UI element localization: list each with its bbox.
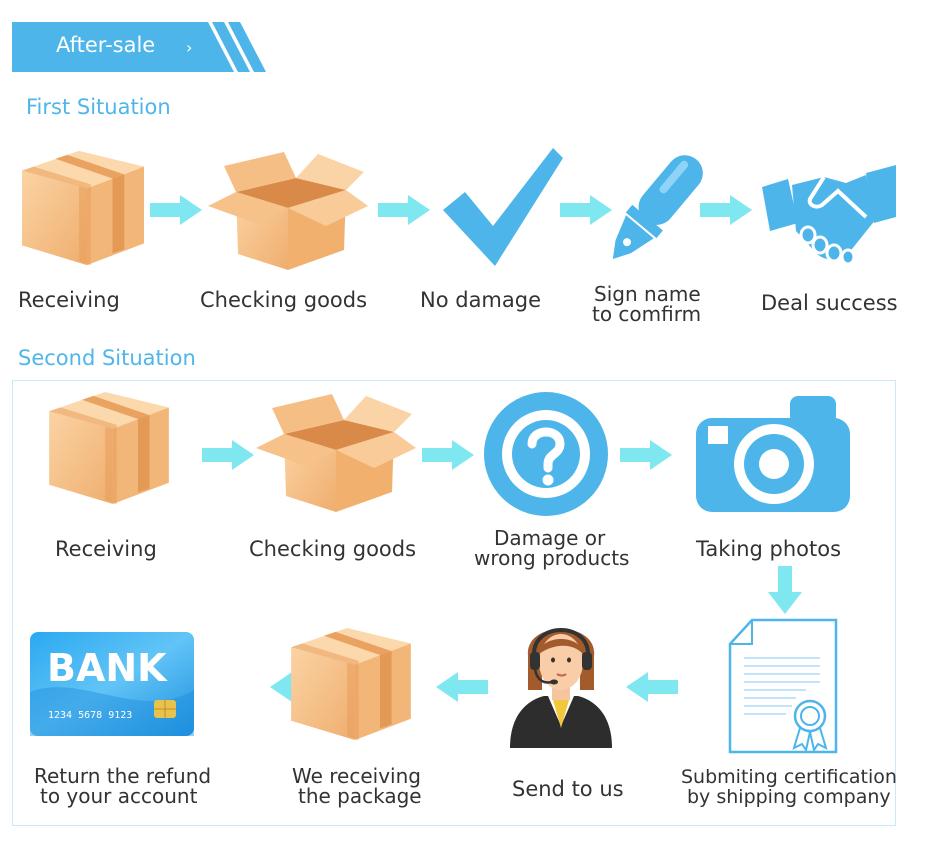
arrow-down-icon bbox=[768, 566, 802, 614]
arrow-left-icon bbox=[626, 672, 678, 702]
second-situation-title: Second Situation bbox=[18, 346, 196, 370]
step-label: Checking goods bbox=[200, 288, 368, 312]
step-label-line2: to comfirm bbox=[592, 302, 702, 326]
arrow-right-icon bbox=[150, 195, 202, 225]
open-box-icon bbox=[208, 150, 368, 270]
arrow-right-icon bbox=[700, 195, 752, 225]
closed-box-icon bbox=[290, 628, 412, 740]
arrow-right-icon bbox=[620, 440, 672, 470]
arrow-right-icon bbox=[202, 440, 254, 470]
step-label-line2: the package bbox=[298, 784, 422, 808]
step-label-line2: by shipping company bbox=[687, 786, 891, 808]
step-label-line1: We receiving bbox=[292, 764, 421, 788]
step-label-line1: Return the refund bbox=[34, 764, 212, 788]
camera-icon bbox=[696, 396, 850, 512]
banner-title: After-sale bbox=[56, 33, 156, 57]
closed-box-icon bbox=[48, 392, 170, 504]
card-number: 1234 5678 9123 bbox=[48, 710, 132, 721]
step-label-line1: Submiting certification bbox=[681, 766, 897, 788]
step-label: Receiving bbox=[18, 288, 120, 312]
bank-card-icon: BANK 1234 5678 9123 bbox=[30, 632, 194, 736]
step-label: Taking photos bbox=[696, 537, 842, 561]
step-label: Receiving bbox=[55, 537, 157, 561]
step-label: No damage bbox=[420, 288, 542, 312]
certificate-icon bbox=[728, 618, 838, 754]
arrow-right-icon bbox=[422, 440, 474, 470]
second-situation-frame bbox=[12, 380, 896, 826]
bank-brand: BANK bbox=[47, 646, 168, 690]
step-label-line2: wrong products bbox=[474, 546, 630, 570]
support-agent-icon bbox=[510, 628, 612, 748]
closed-box-icon bbox=[22, 150, 144, 266]
first-situation-title: First Situation bbox=[26, 95, 171, 119]
pen-icon bbox=[612, 155, 703, 260]
step-label-line1: Sign name bbox=[594, 282, 701, 306]
arrow-left-icon bbox=[436, 672, 488, 702]
question-icon bbox=[484, 392, 608, 516]
handshake-icon bbox=[762, 165, 896, 266]
step-label: Checking goods bbox=[249, 537, 417, 561]
step-label: Send to us bbox=[512, 777, 624, 801]
step-label-line1: Damage or bbox=[494, 526, 606, 550]
arrow-right-icon bbox=[378, 195, 430, 225]
checkmark-icon bbox=[443, 148, 563, 266]
after-sale-banner bbox=[12, 22, 266, 72]
open-box-icon bbox=[256, 392, 416, 512]
step-label-line2: to your account bbox=[40, 784, 198, 808]
chevron-right-icon: › bbox=[186, 38, 193, 57]
step-label: Deal success bbox=[761, 291, 898, 315]
